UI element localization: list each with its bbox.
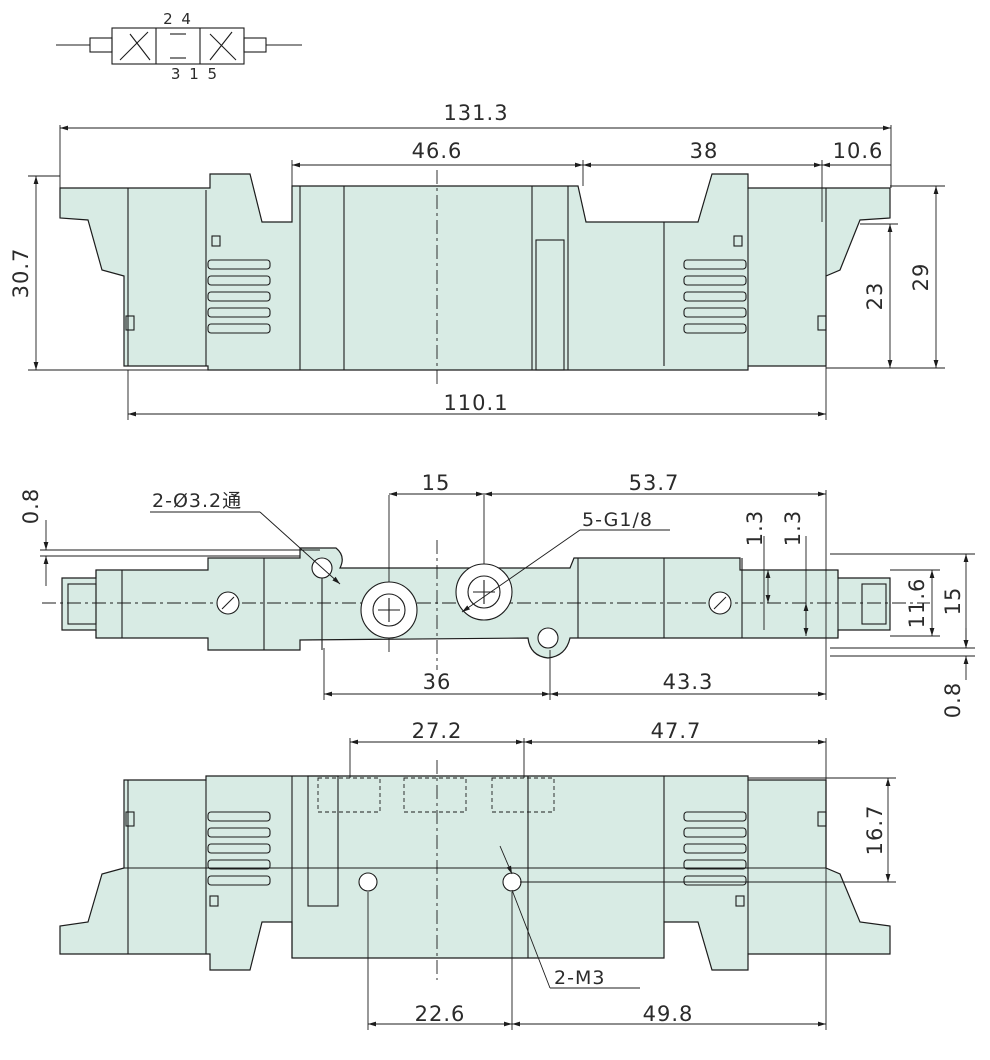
note-mount-holes: 2-Ø3.2通 (152, 490, 242, 512)
dim-port-span: 27.2 (412, 719, 463, 743)
dim-body-width: 11.6 (905, 578, 929, 629)
symbol-top-ports: 2 4 (163, 10, 193, 28)
front-view: 131.3 46.6 38 10.6 110.1 30.7 29 23 (9, 101, 945, 420)
dim-hole-to-end: 43.3 (663, 670, 714, 694)
front-left-vent-slots (207, 259, 271, 334)
dim-height-right: 29 (909, 263, 933, 292)
dim-end-offset: 10.6 (833, 139, 884, 163)
screw-hole-right (502, 872, 522, 892)
dim-flange-top: 0.8 (19, 488, 43, 524)
dim-height-overall: 30.7 (9, 248, 33, 299)
dim-screw-to-end: 49.8 (643, 1002, 694, 1026)
dim-port-to-end: 47.7 (651, 719, 702, 743)
dim-port-height: 16.7 (863, 805, 887, 856)
dim-right-span: 53.7 (629, 471, 680, 495)
dim-screw-pitch: 22.6 (415, 1002, 466, 1026)
screw-hole-left (358, 872, 378, 892)
dim-overall-length: 131.3 (443, 101, 508, 125)
symbol-bottom-ports: 3 1 5 (171, 65, 219, 83)
valve-symbol: 2 4 3 1 5 (56, 10, 302, 83)
dim-port-pitch: 15 (422, 471, 451, 495)
bottom-view: 27.2 47.7 22.6 49.8 2-M3 16.7 (59, 719, 896, 1030)
dim-right-body-length: 38 (690, 139, 719, 163)
dim-width-overall: 15 (941, 587, 965, 616)
note-port-threads: 5-G1/8 (582, 509, 653, 531)
dim-base-length: 110.1 (443, 391, 508, 415)
bottom-right-vent-slots (683, 811, 747, 886)
top-view: 15 53.7 2-Ø3.2通 5-G1/8 36 43.3 0.8 1.3 1… (19, 471, 975, 718)
bottom-left-vent-slots (207, 811, 271, 886)
dim-main-body-length: 46.6 (412, 139, 463, 163)
dim-hole-pitch: 36 (423, 670, 452, 694)
note-screw-holes: 2-M3 (554, 967, 605, 989)
front-right-vent-slots (683, 259, 747, 334)
dim-offset-a: 1.3 (743, 510, 767, 546)
dim-flange-bottom: 0.8 (941, 682, 965, 718)
dim-offset-b: 1.3 (781, 510, 805, 546)
mount-hole-right (537, 627, 559, 649)
bottom-view-body (59, 775, 891, 971)
front-view-body (59, 173, 891, 371)
dim-height-inner: 23 (863, 282, 887, 311)
